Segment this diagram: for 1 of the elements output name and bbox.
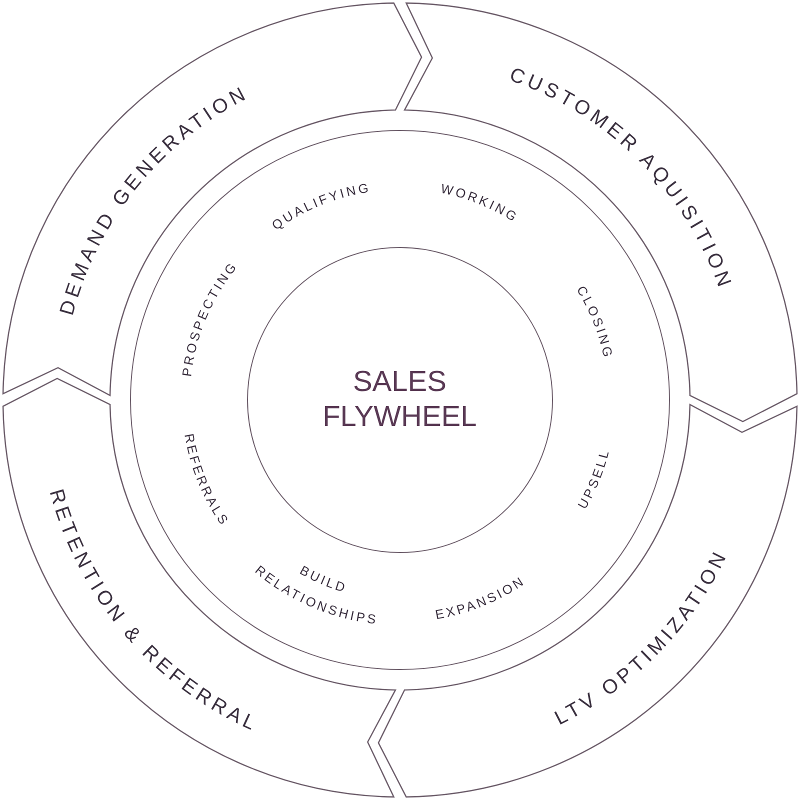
hub-title: SALES FLYWHEEL: [322, 364, 478, 434]
